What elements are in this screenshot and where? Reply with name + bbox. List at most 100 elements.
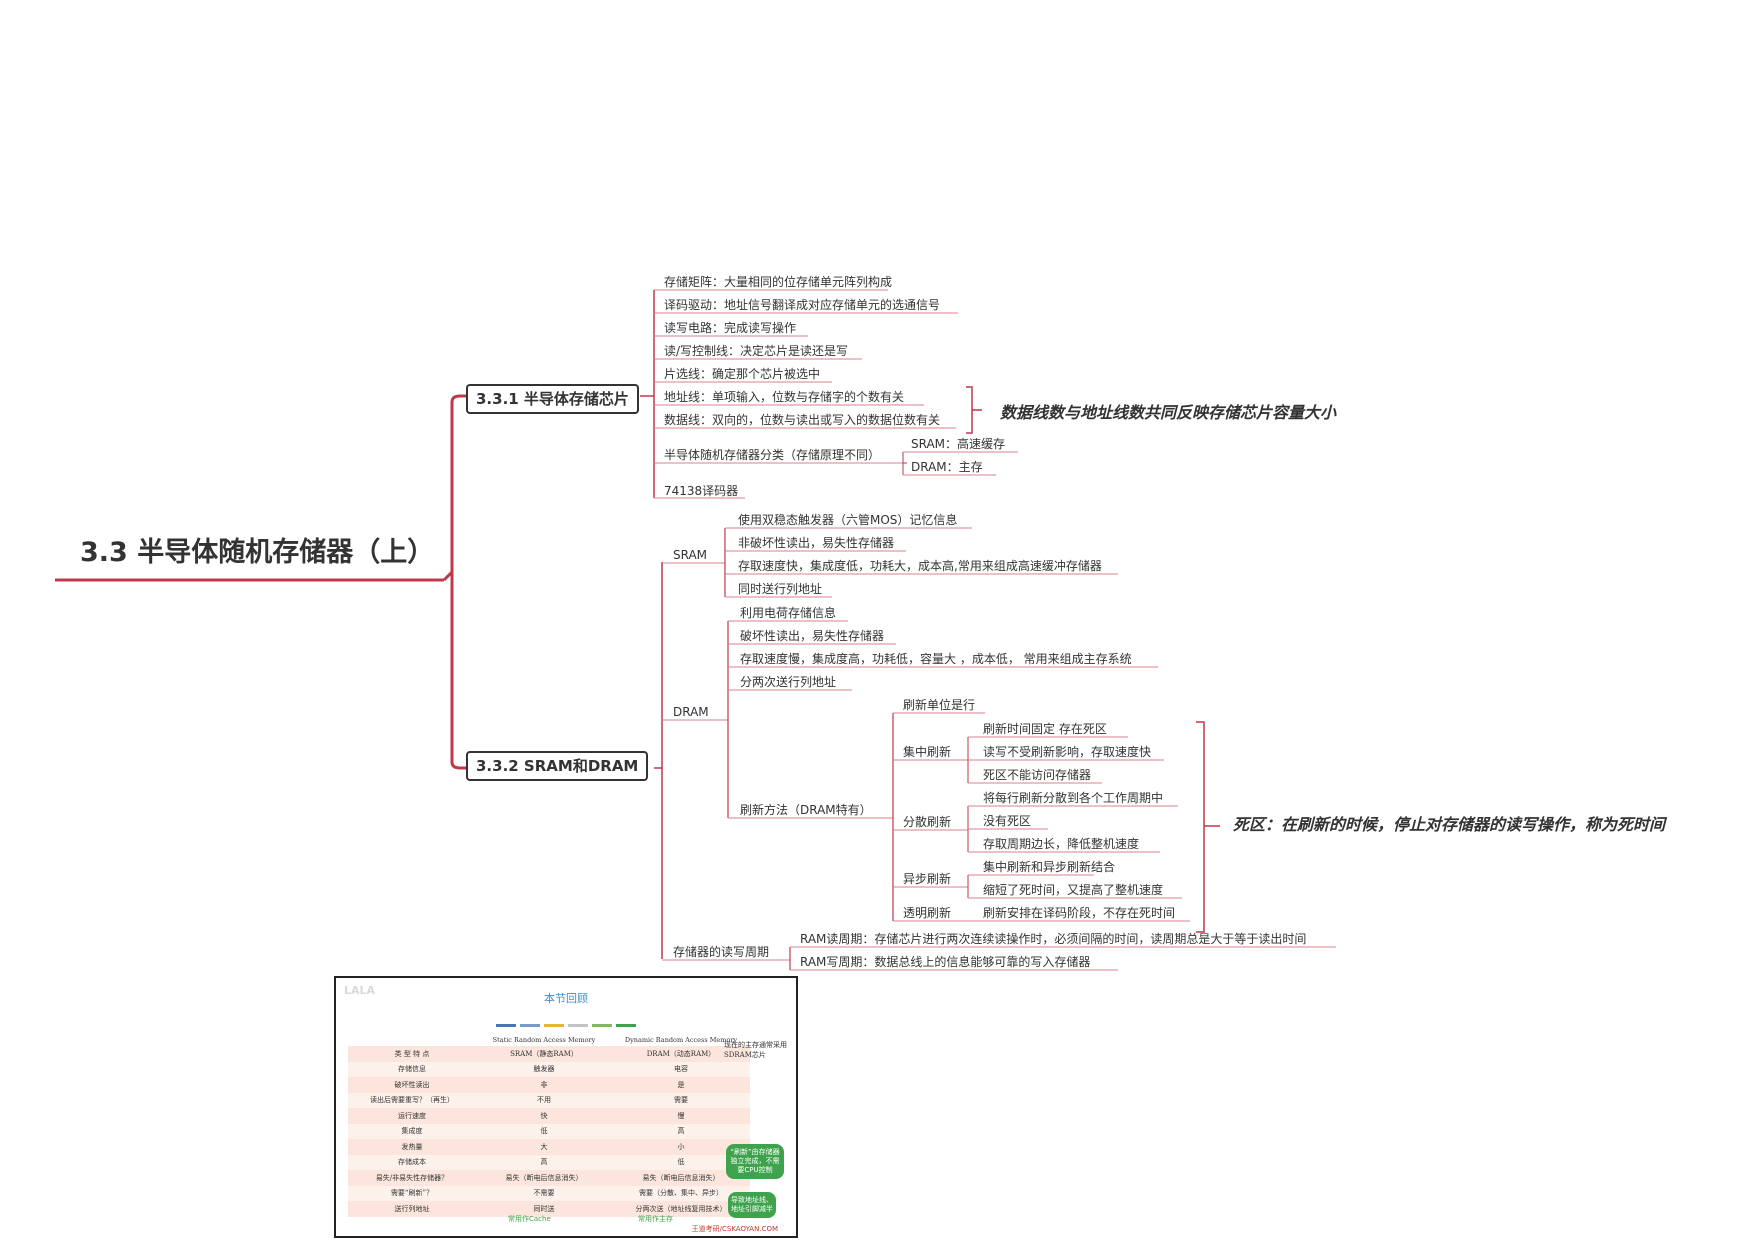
table-row: 发热量大小 bbox=[348, 1139, 750, 1155]
table-cell: 低 bbox=[476, 1123, 612, 1139]
color-stripe bbox=[496, 1024, 516, 1027]
table-cell: 是 bbox=[612, 1077, 750, 1093]
node-async-refresh: 异步刷新 bbox=[903, 872, 952, 886]
table-cell: 不用 bbox=[476, 1092, 612, 1108]
deadzone-bracket bbox=[1196, 721, 1205, 933]
note-capacity: 数据线数与地址线数共同反映存储芯片容量大小 bbox=[1000, 403, 1337, 422]
table-row: 运行速度快慢 bbox=[348, 1108, 750, 1124]
branch-semiconductor-chip[interactable]: 3.3.1 半导体存储芯片 bbox=[466, 384, 639, 414]
note-dead-zone: 死区：在刷新的时候，停止对存储器的读写操作，称为死时间 bbox=[1233, 815, 1666, 834]
table-cell: 电容 bbox=[612, 1061, 750, 1077]
sram-item-2: 非破坏性读出，易失性存储器 bbox=[738, 536, 895, 550]
table-cell: 触发器 bbox=[476, 1061, 612, 1077]
table-cell: 需要 bbox=[612, 1092, 750, 1108]
review-color-stripes bbox=[496, 1012, 640, 1031]
central-item-1: 刷新时间固定 存在死区 bbox=[983, 722, 1107, 736]
table-cell: 破坏性读出 bbox=[348, 1077, 476, 1093]
table-cell: 运行速度 bbox=[348, 1108, 476, 1124]
dram-item-2: 破坏性读出，易失性存储器 bbox=[740, 629, 885, 643]
review-side-note: 现在的主存通常采用SDRAM芯片 bbox=[724, 1041, 787, 1059]
node-rw-cycle: 存储器的读写周期 bbox=[673, 945, 770, 959]
comparison-table: Static Random Access Memory Dynamic Rando… bbox=[348, 1034, 750, 1217]
table-cell: 同时送 bbox=[476, 1201, 612, 1217]
table-row: 读出后需要重写？（再生）不用需要 bbox=[348, 1092, 750, 1108]
leaf-decode-driver: 译码驱动：地址信号翻译成对应存储单元的选通信号 bbox=[664, 298, 941, 312]
central-item-3: 死区不能访问存储器 bbox=[983, 768, 1092, 782]
table-row: 破坏性读出非是 bbox=[348, 1077, 750, 1093]
color-stripe bbox=[568, 1024, 588, 1027]
table-header-cell: 类 型 特 点 bbox=[348, 1046, 476, 1062]
table-cell: 读出后需要重写？（再生） bbox=[348, 1092, 476, 1108]
table-cell: 存储成本 bbox=[348, 1154, 476, 1170]
table-cell: 易失（断电后信息消失） bbox=[612, 1170, 750, 1186]
table-subheader bbox=[348, 1034, 476, 1046]
cycle-read: RAM读周期：存储芯片进行两次连续读操作时，必须间隔的时间，读周期总是大于等于读… bbox=[800, 932, 1307, 946]
color-stripe bbox=[592, 1024, 612, 1027]
leaf-rw-control: 读/写控制线：决定芯片是读还是写 bbox=[664, 344, 849, 358]
review-title: 本节回顾 bbox=[544, 992, 588, 1005]
refresh-unit: 刷新单位是行 bbox=[903, 698, 976, 712]
foot-sram: 常用作Cache bbox=[508, 1215, 551, 1223]
table-cell: 分两次送（地址线复用技术） bbox=[612, 1201, 750, 1217]
node-dram: DRAM bbox=[673, 705, 709, 719]
async-item-1: 集中刷新和异步刷新结合 bbox=[983, 860, 1116, 874]
table-row: 送行列地址同时送分两次送（地址线复用技术） bbox=[348, 1201, 750, 1217]
leaf-storage-matrix: 存储矩阵：大量相同的位存储单元阵列构成 bbox=[664, 275, 893, 289]
table-cell: 高 bbox=[612, 1123, 750, 1139]
dram-item-1: 利用电荷存储信息 bbox=[740, 606, 837, 620]
table-header-cell: DRAM（动态RAM） bbox=[612, 1046, 750, 1062]
dram-item-4: 分两次送行列地址 bbox=[740, 675, 837, 689]
foot-dram: 常用作主存 bbox=[638, 1215, 673, 1223]
dram-item-3: 存取速度慢，集成度高，功耗低，容量大 ，成本低， 常用来组成主存系统 bbox=[740, 652, 1132, 666]
table-row: 存储信息触发器电容 bbox=[348, 1061, 750, 1077]
table-row: 需要“刷新”？不需要需要（分散、集中、异步） bbox=[348, 1185, 750, 1201]
table-cell: 高 bbox=[476, 1154, 612, 1170]
table-header-cell: SRAM（静态RAM） bbox=[476, 1046, 612, 1062]
node-central-refresh: 集中刷新 bbox=[903, 745, 952, 759]
node-transparent-refresh: 透明刷新 bbox=[903, 906, 952, 920]
slide-watermark: LALA bbox=[344, 984, 376, 997]
root-to-branch1 bbox=[442, 394, 466, 582]
review-slide-image: LALA 本节回顾 Static Random Access Memory Dyn… bbox=[334, 976, 798, 1238]
leaf-74138: 74138译码器 bbox=[664, 484, 739, 498]
table-row: 集成度低高 bbox=[348, 1123, 750, 1139]
node-sram: SRAM bbox=[673, 548, 708, 562]
node-dispersed-refresh: 分散刷新 bbox=[903, 815, 952, 829]
table-cell: 低 bbox=[612, 1154, 750, 1170]
leaf-data-line: 数据线：双向的，位数与读出或写入的数据位数有关 bbox=[664, 413, 941, 427]
table-cell: 需要“刷新”？ bbox=[348, 1185, 476, 1201]
table-cell: 非 bbox=[476, 1077, 612, 1093]
leaf-sram-cache: SRAM：高速缓存 bbox=[911, 437, 1006, 451]
color-stripe bbox=[616, 1024, 636, 1027]
color-stripe bbox=[520, 1024, 540, 1027]
sram-item-4: 同时送行列地址 bbox=[738, 582, 823, 596]
table-cell: 小 bbox=[612, 1139, 750, 1155]
table-cell: 不需要 bbox=[476, 1185, 612, 1201]
table-subheader: Static Random Access Memory bbox=[492, 1036, 596, 1044]
table-cell: 集成度 bbox=[348, 1123, 476, 1139]
node-refresh-method: 刷新方法（DRAM特有） bbox=[740, 803, 872, 817]
sram-item-3: 存取速度快，集成度低，功耗大，成本高,常用来组成高速缓冲存储器 bbox=[738, 559, 1102, 573]
table-cell: 送行列地址 bbox=[348, 1201, 476, 1217]
leaf-chip-select: 片选线：确定那个芯片被选中 bbox=[664, 367, 821, 381]
leaf-dram-main: DRAM：主存 bbox=[911, 460, 983, 474]
table-cell: 慢 bbox=[612, 1108, 750, 1124]
central-item-2: 读写不受刷新影响，存取速度快 bbox=[983, 745, 1152, 759]
cycle-write: RAM写周期：数据总线上的信息能够可靠的写入存储器 bbox=[800, 955, 1091, 969]
dispersed-item-2: 没有死区 bbox=[983, 814, 1032, 828]
dispersed-item-3: 存取周期边长，降低整机速度 bbox=[983, 837, 1140, 851]
color-stripe bbox=[544, 1024, 564, 1027]
table-cell: 快 bbox=[476, 1108, 612, 1124]
branch-sram-dram[interactable]: 3.3.2 SRAM和DRAM bbox=[466, 751, 649, 781]
async-item-2: 缩短了死时间，又提高了整机速度 bbox=[983, 883, 1164, 897]
dispersed-item-1: 将每行刷新分散到各个工作周期中 bbox=[983, 791, 1164, 805]
table-subheader: Dynamic Random Access Memory bbox=[624, 1036, 738, 1044]
table-cell: 存储信息 bbox=[348, 1061, 476, 1077]
table-row: 易失/非易失性存储器？易失（断电后信息消失）易失（断电后信息消失） bbox=[348, 1170, 750, 1186]
table-cell: 易失（断电后信息消失） bbox=[476, 1170, 612, 1186]
leaf-address-line: 地址线：单项输入，位数与存储字的个数有关 bbox=[664, 390, 905, 404]
table-row: 存储成本高低 bbox=[348, 1154, 750, 1170]
refresh-bubble: “刷新”由存储器独立完成，不需要CPU控制 bbox=[726, 1144, 784, 1179]
table-cell: 需要（分散、集中、异步） bbox=[612, 1185, 750, 1201]
